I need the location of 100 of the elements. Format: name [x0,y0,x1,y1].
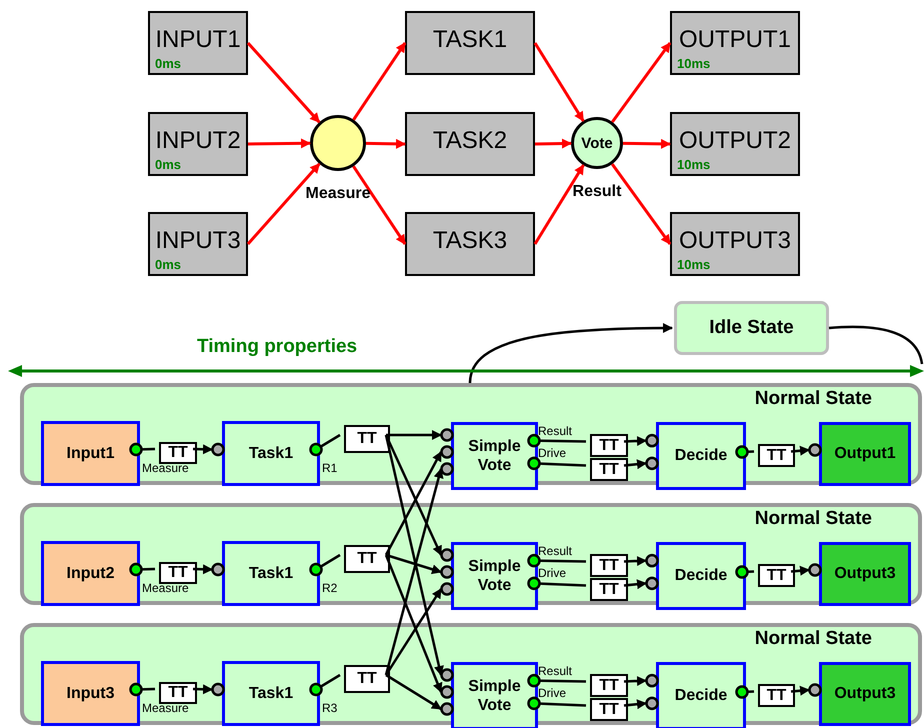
arrow [192,444,213,454]
node-label: Task1 [248,444,294,464]
arrow [534,42,585,122]
node-label: TT [599,676,619,694]
state-title: Normal State [754,508,872,530]
arrow [624,579,647,590]
node-label: Vote [581,134,613,152]
node-caption: Result [572,183,622,201]
arrow [246,42,320,124]
arrow [790,566,810,576]
node-label: INPUT1 [155,26,241,54]
node-label: Simple Vote [467,556,522,596]
arrow [534,138,572,149]
edge-label: Result [538,424,572,438]
tt-box [758,564,795,587]
node-label: TT [168,564,188,582]
node-label: TT [599,460,619,478]
node-label: OUTPUT3 [678,227,791,255]
node-label: TT [168,684,188,702]
arrow [246,162,320,245]
tt-box [159,682,197,704]
task-box [222,661,320,726]
node-label: TT [599,556,619,574]
process-box [670,212,800,276]
circle-node [571,117,623,169]
node-label: INPUT3 [155,227,241,255]
input-box [41,661,140,726]
task-box [451,542,538,610]
task-box [451,662,538,728]
task-box [656,662,746,728]
node-label: TASK2 [432,127,508,155]
process-box [148,11,248,75]
node-label: TT [168,444,188,462]
process-box [148,212,248,276]
process-box [405,112,535,176]
edge-label: Drive [538,566,566,580]
edge-label: R3 [322,700,338,714]
arrow [624,556,647,566]
node-label: TT [357,670,377,688]
edge-label: Measure [142,700,189,714]
tt-box [344,425,390,453]
node-label: TASK1 [432,26,508,54]
arrow [624,676,647,686]
arrow [386,554,442,574]
arrow [611,42,672,123]
tt-box [344,545,390,573]
tt-box [590,674,628,697]
state-title: Normal State [754,388,872,410]
process-box [670,11,800,75]
tt-box [758,684,795,707]
output-box [819,542,911,606]
edge-label: Drive [538,446,566,460]
node-label: Output1 [834,445,896,463]
output-box [819,662,911,726]
state-title: Normal State [754,628,872,650]
arrow [790,686,810,696]
arrow [366,138,406,149]
tt-box [590,458,628,481]
node-label: TT [357,430,377,448]
timing-value: 10ms [677,157,710,172]
arrow [624,436,647,446]
node-label: Output3 [834,685,896,703]
arrow [352,166,406,245]
tt-box [590,554,628,577]
node-label: TT [357,550,377,568]
arrow [468,323,673,384]
state-panel [20,623,922,725]
tt-box [590,698,628,721]
task-box [656,542,746,610]
task-box [656,422,746,490]
process-box [148,112,248,176]
node-label: Simple Vote [467,676,522,716]
tt-box [159,442,197,464]
node-label: TT [599,580,619,598]
input-box [41,541,140,606]
node-label: Decide [674,446,728,466]
node-label: OUTPUT1 [678,26,791,54]
node-label: Idle State [709,317,794,339]
task-box [222,421,320,486]
arrow [790,446,810,456]
tt-box [159,562,197,584]
node-label: TT [766,446,786,464]
node-label: OUTPUT2 [678,127,791,155]
state-box [674,301,829,355]
timing-value: 10ms [677,257,710,272]
timing-value: 10ms [677,56,710,71]
tt-box [344,665,390,693]
process-box [405,212,535,276]
timing-value: 0ms [155,56,182,71]
arrow [386,430,442,440]
node-label: Simple Vote [467,436,522,476]
edge-label: Result [538,664,572,678]
arrow [352,42,406,121]
timing-note: Timing properties [197,336,358,358]
edge-label: R1 [322,460,338,474]
process-box [670,112,800,176]
arrow [534,164,585,245]
node-label: Task1 [248,564,294,584]
arrow [611,163,672,245]
arrow [384,588,442,676]
